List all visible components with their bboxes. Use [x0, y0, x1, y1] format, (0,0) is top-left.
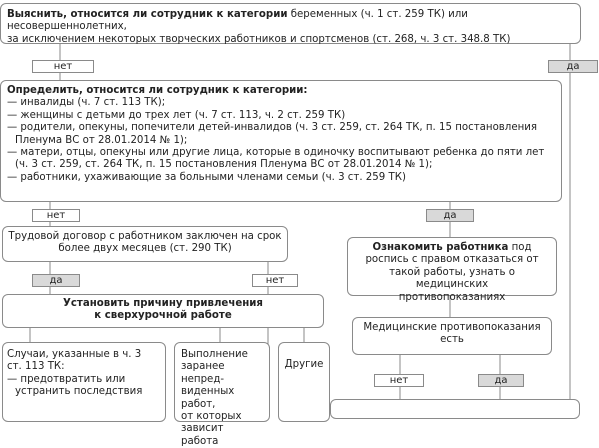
category-item: — работники, ухаживающие за больными чле… [7, 171, 406, 183]
contract-line2: более двух месяцев (ст. 290 ТК) [58, 243, 232, 255]
other-box: Другие [278, 342, 330, 422]
reason-line2: к сверхурочной работе [94, 310, 232, 322]
unforeseen-line: от которых [181, 411, 242, 423]
start-box: Выяснить, относится ли сотрудник к катег… [0, 3, 581, 45]
cases-line: — предотвратить или [7, 373, 126, 385]
start-box-bold: Выяснить, относится ли сотрудник к катег… [7, 9, 288, 20]
contract-box: Трудовой договор с работником заключен н… [2, 226, 288, 262]
unforeseen-box: Выполнение заранее непред- виденных рабо… [174, 342, 270, 447]
category-item: — матери, отцы, опекуны или другие лица,… [7, 147, 545, 159]
notify-bold: Ознакомить работника [372, 242, 509, 253]
unforeseen-line: Выполнение [181, 349, 248, 360]
yes-tag-4: да [478, 374, 524, 387]
notify-line2: роспись с правом отказаться от [365, 254, 539, 266]
medical-line2: есть [440, 334, 464, 346]
category-item: Пленума ВС от 28.01.2014 № 1); [15, 134, 188, 146]
other-label: Другие [284, 359, 324, 370]
medical-box: Медицинские противопоказания есть [352, 317, 552, 355]
start-box-line2: за исключением некоторых творческих рабо… [7, 33, 511, 45]
notify-line3: такой работы, узнать о медицинских [389, 266, 515, 291]
start-box-rest: беременных (ч. 1 ст. 259 ТК) или несовер… [7, 9, 468, 33]
notify-line1-rest: под [508, 242, 532, 253]
category-item: — инвалиды (ч. 7 ст. 113 ТК); [7, 97, 166, 109]
yes-tag-2: да [426, 209, 474, 222]
category-item: — родители, опекуны, попечители детей-ин… [7, 122, 537, 134]
unforeseen-line: виденных работ, [181, 386, 235, 410]
cases-line: Случаи, указанные в ч. 3 [7, 349, 142, 360]
no-tag-3: нет [252, 274, 298, 287]
cases-line: устранить последствия [15, 386, 143, 398]
no-tag-2: нет [32, 209, 80, 222]
category-item: (ч. 3 ст. 259, ст. 264 ТК, п. 15 постано… [15, 159, 433, 171]
yes-tag-3: да [32, 274, 80, 287]
no-tag-1: нет [32, 60, 94, 73]
categories-box: Определить, относится ли сотрудник к кат… [0, 80, 562, 202]
cases-box: Случаи, указанные в ч. 3 ст. 113 ТК: — п… [2, 342, 166, 422]
next-box-partial [330, 399, 580, 419]
cases-line: ст. 113 ТК: [7, 361, 65, 373]
unforeseen-line: заранее непред- [181, 361, 225, 385]
category-item: — женщины с детьми до трех лет (ч. 7 ст.… [7, 109, 346, 121]
notify-box: Ознакомить работника под роспись с право… [347, 237, 557, 303]
no-tag-4: нет [374, 374, 424, 387]
medical-line1: Медицинские противопоказания [363, 322, 541, 333]
unforeseen-line: зависит работа [181, 423, 224, 447]
reason-box: Установить причину привлечения к сверхур… [2, 294, 324, 328]
contract-line1: Трудовой договор с работником заключен н… [8, 231, 282, 242]
categories-title: Определить, относится ли сотрудник к кат… [7, 85, 308, 96]
reason-line1: Установить причину привлечения [63, 298, 263, 309]
yes-tag-1: да [548, 60, 598, 73]
notify-line4: противопоказаниях [398, 291, 506, 303]
